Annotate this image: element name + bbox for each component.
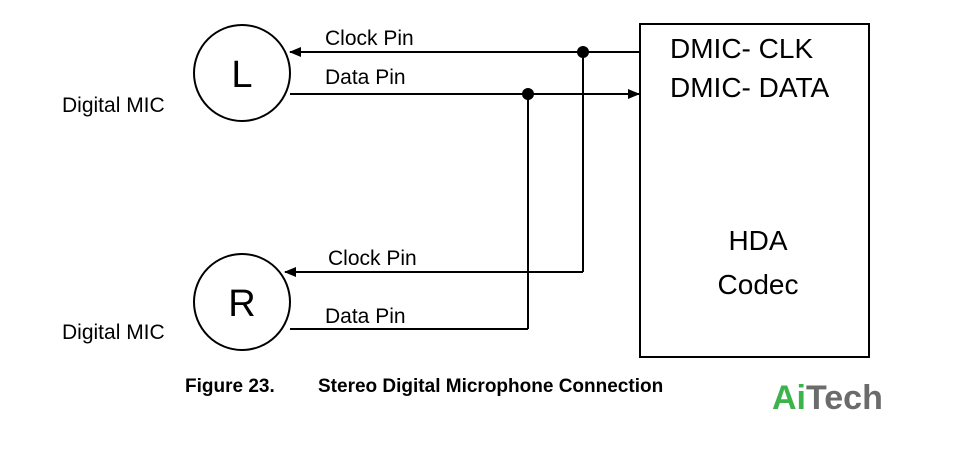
- codec-name-line1: HDA: [728, 225, 787, 256]
- aitech-watermark-ai: Ai: [772, 379, 806, 417]
- clock-junction-dot: [577, 46, 589, 58]
- right-mic-letter: R: [228, 283, 255, 325]
- data-junction-dot: [522, 88, 534, 100]
- aitech-watermark: AiTech: [772, 379, 883, 417]
- codec-name-line2: Codec: [718, 269, 799, 300]
- left-mic-circle: [193, 24, 291, 122]
- right-mic-label: Digital MIC: [62, 321, 165, 344]
- hda-codec-box: [639, 23, 870, 358]
- left-mic-label: Digital MIC: [62, 94, 165, 117]
- aitech-watermark-tech: Tech: [806, 379, 883, 417]
- right-mic-circle: [193, 253, 291, 351]
- left-data-label: Data Pin: [325, 66, 406, 89]
- right-clock-label: Clock Pin: [328, 247, 417, 270]
- left-mic-letter: L: [231, 54, 252, 96]
- left-clock-label: Clock Pin: [325, 27, 414, 50]
- figure-number: Figure 23.: [185, 376, 275, 397]
- figure-title: Stereo Digital Microphone Connection: [318, 376, 663, 397]
- codec-pin-clk: DMIC- CLK: [670, 33, 813, 64]
- right-data-label: Data Pin: [325, 305, 406, 328]
- codec-pin-data: DMIC- DATA: [670, 72, 829, 103]
